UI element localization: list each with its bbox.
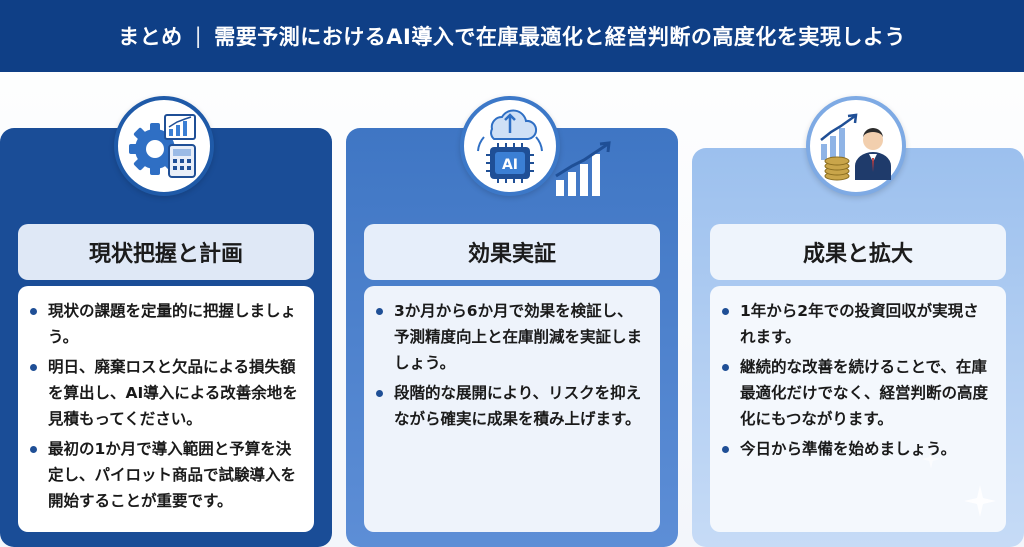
ai-chip-cloud-icon: AI: [460, 96, 560, 196]
gear-chart-calculator-icon: [114, 96, 214, 196]
list-item: 段階的な展開により、リスクを抑えながら確実に成果を積み上げます。: [376, 380, 646, 432]
card-title: 成果と拡大: [710, 224, 1006, 280]
card-effect-verification: 効果実証 3か月から6か月で効果を検証し、予測精度向上と在庫削減を実証しましょう…: [346, 128, 678, 547]
list-item: 最初の1か月で導入範囲と予算を決定し、パイロット商品で試験導入を開始することが重…: [30, 436, 300, 514]
list-item: 現状の課題を定量的に把握しましょう。: [30, 298, 300, 350]
growth-chart-businessman-icon: [806, 96, 906, 196]
list-item: 今日から準備を始めましょう。: [722, 436, 992, 462]
list-item: 1年から2年での投資回収が実現されます。: [722, 298, 992, 350]
growth-bars-icon: [555, 141, 611, 196]
list-item: 継続的な改善を続けることで、在庫最適化だけでなく、経営判断の高度化にもつながりま…: [722, 354, 992, 432]
list-item: 3か月から6か月で効果を検証し、予測精度向上と在庫削減を実証しましょう。: [376, 298, 646, 376]
bullet-list: 3か月から6か月で効果を検証し、予測精度向上と在庫削減を実証しましょう。 段階的…: [376, 298, 646, 432]
header-label: まとめ: [118, 25, 183, 49]
card-title: 効果実証: [364, 224, 660, 280]
card-results-expansion: 成果と拡大 1年から2年での投資回収が実現されます。 継続的な改善を続けることで…: [692, 148, 1024, 547]
card-body: 現状の課題を定量的に把握しましょう。 明日、廃棄ロスと欠品による損失額を算出し、…: [18, 286, 314, 532]
ai-chip-label: AI: [502, 157, 518, 173]
card-current-state-planning: 現状把握と計画 現状の課題を定量的に把握しましょう。 明日、廃棄ロスと欠品による…: [0, 128, 332, 547]
sparkle-icon: [921, 449, 941, 469]
bullet-list: 1年から2年での投資回収が実現されます。 継続的な改善を続けることで、在庫最適化…: [722, 298, 992, 462]
list-item: 明日、廃棄ロスと欠品による損失額を算出し、AI導入による改善余地を見積もってくだ…: [30, 354, 300, 432]
header-separator: |: [194, 24, 203, 48]
card-title: 現状把握と計画: [18, 224, 314, 280]
page-header: まとめ | 需要予測におけるAI導入で在庫最適化と経営判断の高度化を実現しよう: [0, 0, 1024, 72]
card-body: 1年から2年での投資回収が実現されます。 継続的な改善を続けることで、在庫最適化…: [710, 286, 1006, 532]
card-body: 3か月から6か月で効果を検証し、予測精度向上と在庫削減を実証しましょう。 段階的…: [364, 286, 660, 532]
bullet-list: 現状の課題を定量的に把握しましょう。 明日、廃棄ロスと欠品による損失額を算出し、…: [30, 298, 300, 514]
sparkle-icon: [964, 485, 996, 517]
page-title: 需要予測におけるAI導入で在庫最適化と経営判断の高度化を実現しよう: [214, 25, 906, 49]
